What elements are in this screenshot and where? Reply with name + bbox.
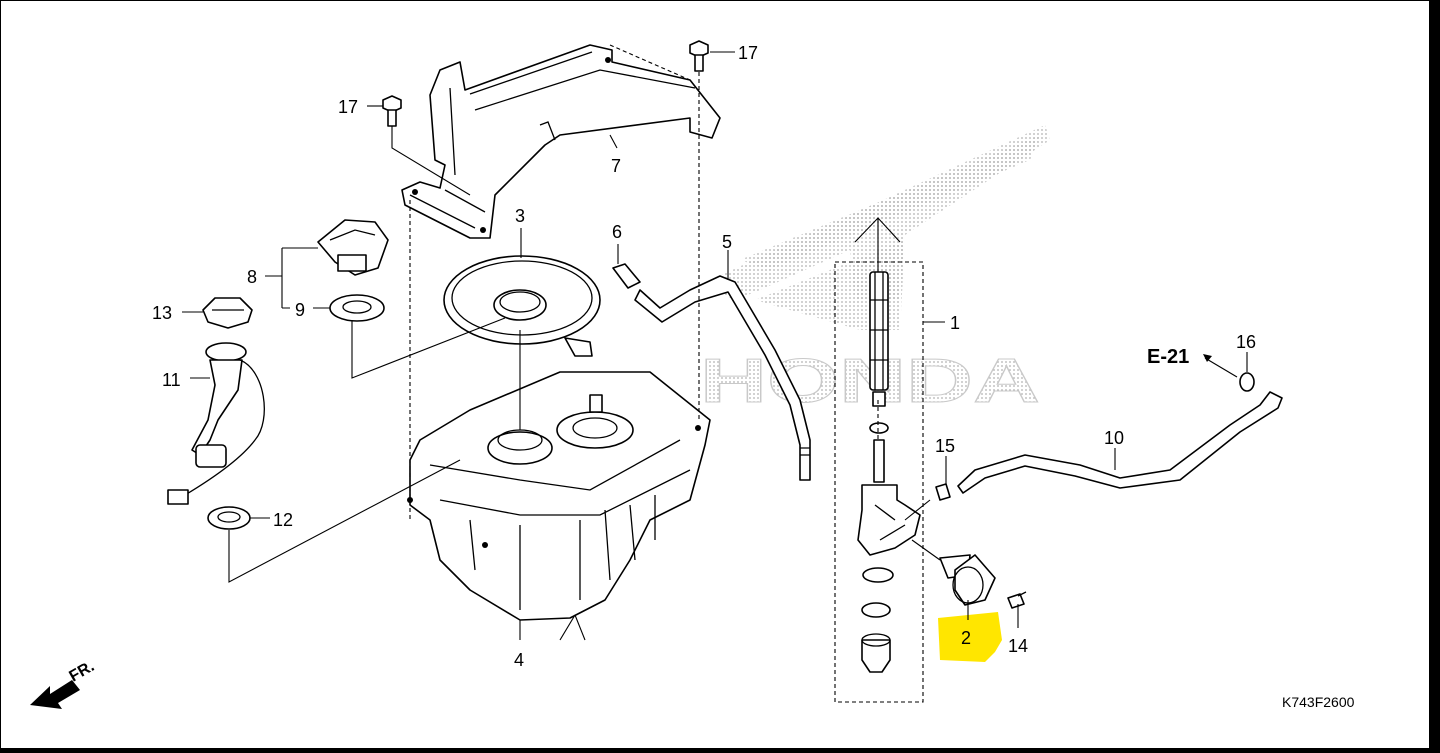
highlight-mark [938, 612, 1002, 662]
callout-12: 12 [273, 510, 293, 530]
callout-13: 13 [152, 303, 172, 323]
part-9-cap-gasket [329, 294, 385, 322]
part-1-fuel-cock [834, 261, 924, 703]
callouts: 1 2 3 4 5 6 7 8 9 10 11 12 13 14 15 16 1… [152, 43, 1256, 670]
part-2-fuel-cock-lever [939, 554, 996, 606]
frame-right-edge [1429, 0, 1440, 753]
part-2-highlight [938, 612, 1002, 662]
leader-lines [182, 44, 1248, 641]
part-15-hose-clip [935, 483, 951, 501]
callout-10: 10 [1104, 428, 1124, 448]
front-arrow-icon [30, 680, 80, 709]
callout-15: 15 [935, 436, 955, 456]
callout-17-right: 17 [738, 43, 758, 63]
callout-14: 14 [1008, 636, 1028, 656]
callout-9: 9 [295, 300, 305, 320]
part-8-filler-cap [317, 219, 389, 276]
honda-watermark: HONDA [700, 125, 1050, 417]
callout-6: 6 [612, 222, 622, 242]
callout-8: 8 [247, 267, 257, 287]
callout-4: 4 [514, 650, 524, 670]
callout-1: 1 [950, 313, 960, 333]
part-13-sender-cap [202, 297, 253, 329]
part-4-fuel-tank [407, 371, 711, 621]
callout-7: 7 [611, 156, 621, 176]
part-5-breather-tube [634, 275, 811, 481]
front-direction-marker: FR. [30, 658, 97, 709]
part-17-bolt-right [689, 40, 709, 72]
part-11-fuel-sender [167, 342, 265, 505]
reference-e21: E-21 [1147, 346, 1189, 368]
callout-3: 3 [515, 206, 525, 226]
part-16-hose-clip [1239, 372, 1255, 392]
callout-17-left: 17 [338, 97, 358, 117]
callout-2: 2 [961, 628, 971, 648]
part-17-bolt-left [382, 95, 402, 127]
callout-16: 16 [1236, 332, 1256, 352]
drawing-code: K743F2600 [1282, 694, 1355, 710]
part-3-tank-ring [443, 255, 601, 357]
part-12-sender-seal [207, 506, 251, 530]
frame-bottom-edge [0, 748, 1440, 753]
part-14-screw [1007, 591, 1027, 609]
part-10-fuel-hose [957, 391, 1283, 494]
part-6-clip [612, 263, 641, 289]
part-7-tank-bracket [401, 44, 721, 239]
callout-5: 5 [722, 232, 732, 252]
callout-11: 11 [162, 370, 181, 390]
